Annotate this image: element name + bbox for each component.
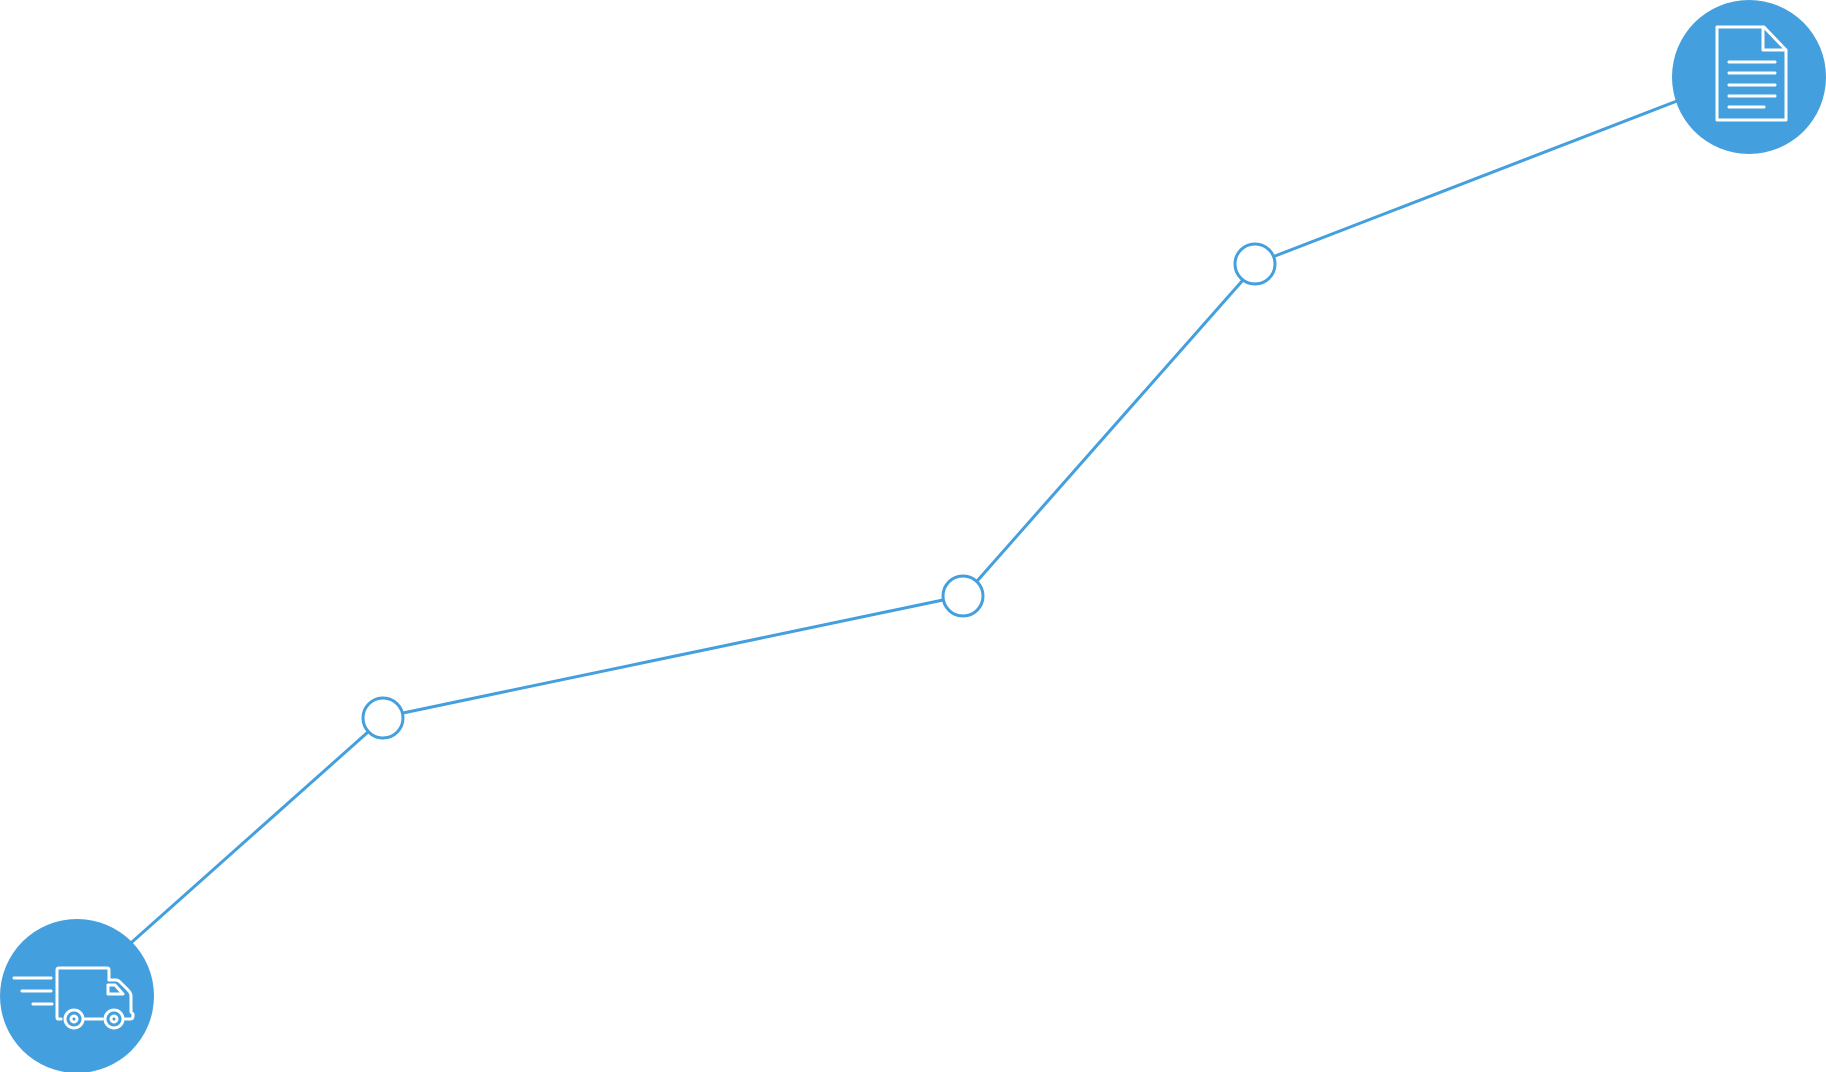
document-icon — [1715, 25, 1788, 122]
waypoint-node-3 — [1233, 242, 1277, 286]
route-path — [130, 99, 1679, 944]
end-node-circle — [1672, 0, 1826, 154]
start-node-circle — [0, 919, 154, 1072]
start-node — [0, 919, 154, 1072]
route-segment — [130, 730, 370, 944]
route-segment — [401, 598, 945, 715]
route-segment — [976, 278, 1245, 582]
waypoints — [361, 242, 1277, 740]
route-segment — [1273, 99, 1679, 258]
end-node — [1672, 0, 1826, 154]
delivery-truck-icon — [12, 966, 135, 1030]
waypoint-node-1 — [361, 696, 405, 740]
waypoint-node-2 — [941, 574, 985, 618]
